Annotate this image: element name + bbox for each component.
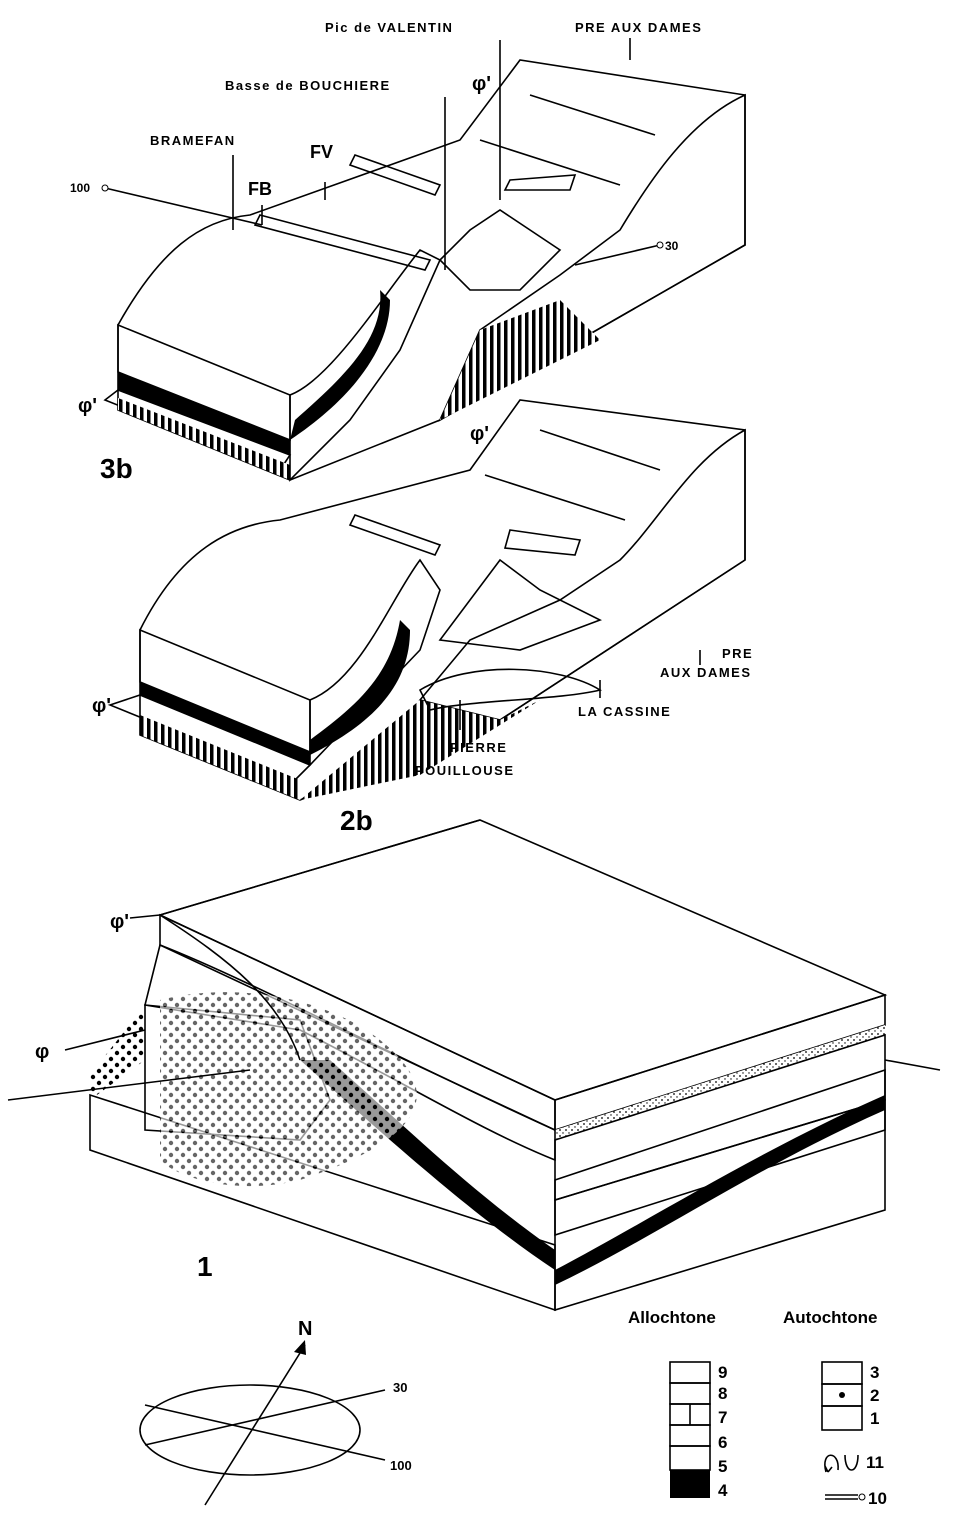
legend-label-8: 8 [718, 1384, 727, 1403]
legend-autochtone-title: Autochtone [783, 1308, 877, 1327]
legend-label-6: 6 [718, 1433, 727, 1452]
section-line-icon [858, 1493, 866, 1501]
legend-swatch-5 [669, 1445, 711, 1471]
fold-symbol-icon [824, 1454, 859, 1473]
north-arrow-icon [294, 1340, 306, 1355]
legend-label-1: 1 [870, 1409, 879, 1428]
diagram-label-3b: 3b [100, 453, 133, 484]
label-fb: FB [248, 179, 272, 199]
compass-axis-30: 30 [393, 1380, 407, 1395]
label-axis-30: 30 [665, 239, 679, 253]
label-aux-dames: AUX DAMES [660, 665, 752, 680]
label-pre: PRE [722, 646, 753, 661]
legend-label-2: 2 [870, 1386, 879, 1405]
label-pic-de-valentin: Pic de VALENTIN [325, 20, 453, 35]
legend-swatch-4 [670, 1470, 710, 1498]
legend-swatch-1 [821, 1405, 863, 1431]
label-basse-de-bouchiere: Basse de BOUCHIERE [225, 78, 391, 93]
legend-label-7: 7 [718, 1408, 727, 1427]
label-fv: FV [310, 142, 333, 162]
label-la-cassine: LA CASSINE [578, 704, 671, 719]
label-pouillouse: POUILLOUSE [415, 763, 515, 778]
label-phi-prime: φ' [110, 911, 129, 933]
legend-swatch-9 [669, 1361, 711, 1384]
legend-allochtone-title: Allochtone [628, 1308, 716, 1327]
legend-swatch-8 [669, 1382, 711, 1405]
label-phi: φ [35, 1041, 49, 1063]
legend-label-4: 4 [718, 1481, 728, 1500]
diagram-label-2b: 2b [340, 805, 373, 836]
legend-label-11: 11 [866, 1453, 884, 1472]
label-phi-prime-left: φ' [92, 695, 111, 717]
block-diagram-1: φ' φ 1 [7, 819, 941, 1312]
compass-orientation: N 30 100 [139, 1318, 412, 1506]
legend-label-9: 9 [718, 1363, 727, 1382]
legend-label-10: 10 [868, 1489, 887, 1508]
legend: Allochtone Autochtone 9 8 7 6 5 4 3 2 1 … [628, 1308, 887, 1508]
label-phi-prime-top: φ' [470, 423, 489, 445]
legend-swatch-3 [821, 1361, 863, 1385]
legend-label-3: 3 [870, 1363, 879, 1382]
label-phi-prime-left: φ' [78, 395, 97, 417]
label-axis-100: 100 [70, 181, 90, 195]
legend-swatch-6 [669, 1424, 711, 1447]
block-diagram-2b: φ' φ' PRE AUX DAMES LA CASSINE PIERRE PO… [92, 399, 753, 836]
legend-label-5: 5 [718, 1457, 727, 1476]
label-phi-prime: φ' [472, 73, 491, 95]
compass-north-label: N [298, 1318, 312, 1340]
label-pierre: PIERRE [450, 740, 507, 755]
block-diagram-3b: Pic de VALENTIN PRE AUX DAMES Basse de B… [70, 20, 746, 484]
label-bramefan: BRAMEFAN [150, 133, 236, 148]
label-pre-aux-dames: PRE AUX DAMES [575, 20, 702, 35]
diagram-label-1: 1 [197, 1251, 213, 1282]
compass-axis-100: 100 [390, 1458, 412, 1473]
